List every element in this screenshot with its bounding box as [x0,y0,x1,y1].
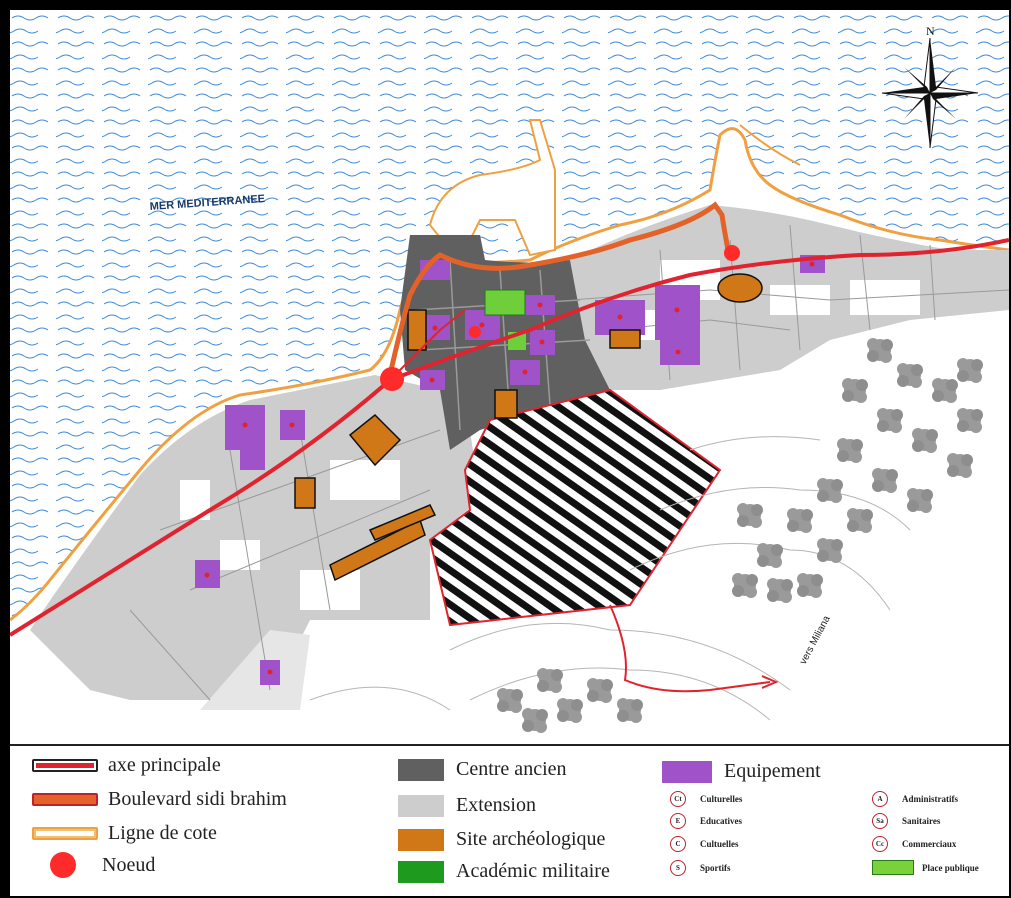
equip-type-sportifs: S Sportifs [670,860,731,876]
legend-label: Noeud [102,853,156,876]
equip-type-label: Sanitaires [902,816,941,826]
equip-type-label: Sportifs [700,863,731,873]
main-axis [10,238,1009,637]
sea [10,10,1009,620]
map-canvas: MER MEDITERRANEE vers Miliana N [10,10,1009,744]
equip-type-code: Sa [872,813,888,829]
extension-swatch [398,794,444,817]
equipment-swatch [662,760,712,783]
archaeological-hatch-zone [428,388,722,627]
legend-label: Site archéologique [456,828,606,850]
legend-label: Boulevard sidi brahim [108,788,287,810]
legend-label: Extension [456,794,536,816]
equip-type-cultuelles: C Cultuelles [670,836,739,852]
node-symbol [50,852,76,878]
legend-item-equipment: Equipement [662,760,821,783]
equip-type-administratifs: A Administratifs [872,791,958,807]
boulevard-sidi-brahim [387,201,733,376]
legend-item-coastline: Ligne de cote [32,822,217,845]
north-arrow-icon: N [881,24,979,149]
node [724,245,740,261]
legend-label: Equipement [724,760,821,782]
legend-item-old-center: Centre ancien [398,758,567,781]
node [380,367,404,391]
archaeological-swatch [398,828,444,851]
legend-label: axe principale [108,754,221,776]
equip-type-sanitaires: Sa Sanitaires [872,813,940,829]
archaeological-sites [294,273,763,582]
equip-type-educatives: E Educatives [670,813,742,829]
equip-type-commerciaux: Cc Commerciaux [872,836,956,852]
old-center-swatch [398,758,444,781]
boulevard-symbol [32,793,98,806]
legend-item-military: Académic militaire [398,860,610,883]
legend-item-main-axis: axe principale [32,754,221,777]
equip-type-label: Educatives [700,816,743,826]
equip-type-label: Commerciaux [902,839,957,849]
equip-type-code: A [872,791,888,807]
map-svg: MER MEDITERRANEE vers Miliana N [10,10,1009,744]
equip-type-culturelles: Ct Culturelles [670,791,742,807]
legend-label: Centre ancien [456,758,567,780]
equip-type-label: Administratifs [902,794,958,804]
military-academy [484,289,526,316]
legend-item-extension: Extension [398,794,536,817]
public-square-swatch [872,860,914,875]
public-square-label: Place publique [922,862,979,873]
node [469,326,481,338]
military-swatch [398,860,444,883]
legend-label: Académic militaire [456,860,610,882]
equip-type-code: C [670,836,686,852]
north-label: N [926,24,935,38]
legend: axe principale Boulevard sidi brahim Lig… [10,744,1009,896]
equip-type-code: Ct [670,791,686,807]
equip-type-label: Culturelles [700,794,743,804]
legend-item-boulevard: Boulevard sidi brahim [32,788,287,811]
legend-label: Ligne de cote [108,822,217,844]
coastline-symbol [32,827,98,840]
legend-item-archaeological: Site archéologique [398,828,605,851]
equip-type-code: E [670,813,686,829]
equip-type-label: Cultuelles [700,839,739,849]
legend-item-public-square: Place publique [872,860,979,875]
equip-type-code: S [670,860,686,876]
legend-item-node: Noeud [50,852,155,878]
main-axis-symbol [32,759,98,772]
equip-type-code: Cc [872,836,888,852]
